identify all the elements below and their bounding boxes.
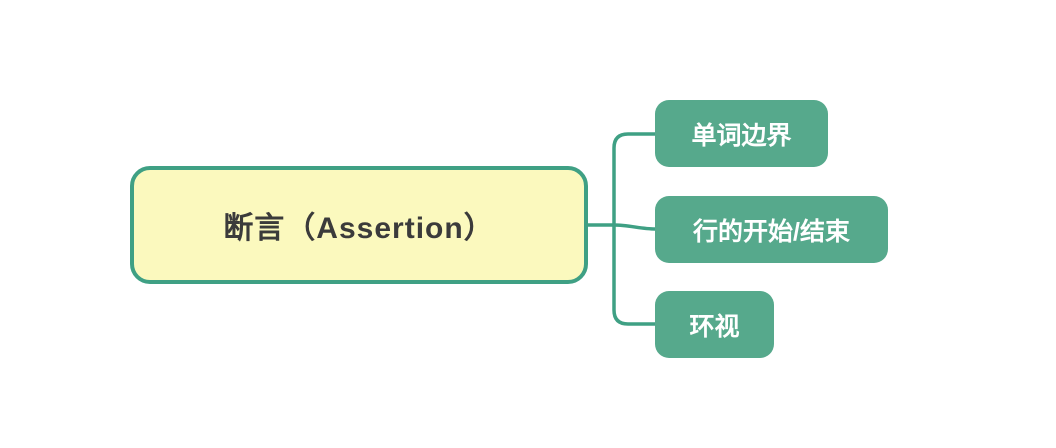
root-node-label: 断言（Assertion） — [223, 212, 495, 245]
child-node-label: 单词边界 — [691, 121, 792, 150]
connector-to-line-start-end — [612, 223, 657, 231]
root-node-assertion[interactable]: 断言（Assertion） — [130, 166, 588, 284]
child-node-label: 环视 — [689, 312, 740, 341]
child-node-line-start-end[interactable]: 行的开始/结束 — [655, 196, 888, 263]
child-node-label: 行的开始/结束 — [693, 217, 850, 246]
connector-to-lookaround — [612, 223, 657, 326]
child-node-lookaround[interactable]: 环视 — [655, 291, 774, 358]
child-node-word-boundary[interactable]: 单词边界 — [655, 100, 828, 167]
connector-to-word-boundary — [612, 132, 657, 227]
